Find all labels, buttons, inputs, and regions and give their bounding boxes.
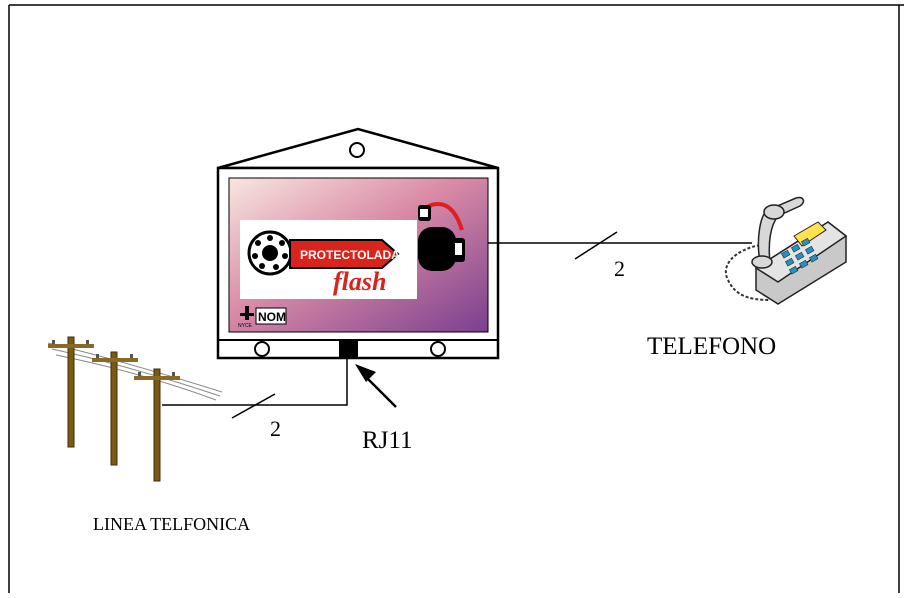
phone-line-label: LINEA TELFONICA <box>93 514 250 534</box>
device-mount-hole <box>349 142 365 158</box>
protector-device: PROTECTOLADA flash NYCE NOM <box>216 127 500 360</box>
cert-text: NOM <box>258 310 286 324</box>
wire-device-to-phone: 2 <box>488 231 752 281</box>
rj11-arrow <box>355 364 397 408</box>
device-screw-right <box>430 341 446 357</box>
wire-count-left: 2 <box>270 416 281 441</box>
telephone-label: TELEFONO <box>647 333 776 360</box>
key-banner <box>289 239 400 269</box>
telephone-icon <box>725 196 848 305</box>
nom-cert-mark: NYCE NOM <box>238 306 287 329</box>
cert-small-text: NYCE <box>238 323 253 329</box>
frame-border <box>8 4 904 593</box>
brand-flash: flash <box>333 267 386 296</box>
rotary-phone-icon <box>247 230 293 276</box>
wire-count-right: 2 <box>614 256 625 281</box>
wire-line-to-device: 2 <box>162 358 348 441</box>
telephone-poles-icon <box>47 336 223 482</box>
padlock-icon <box>418 201 465 271</box>
wire-slash-right <box>574 231 618 260</box>
brand-name: PROTECTOLADA <box>300 248 400 262</box>
device-screw-left <box>254 341 270 357</box>
wire-slash-left <box>231 393 276 419</box>
rj11-port <box>339 341 358 358</box>
rj11-label: RJ11 <box>362 427 412 454</box>
